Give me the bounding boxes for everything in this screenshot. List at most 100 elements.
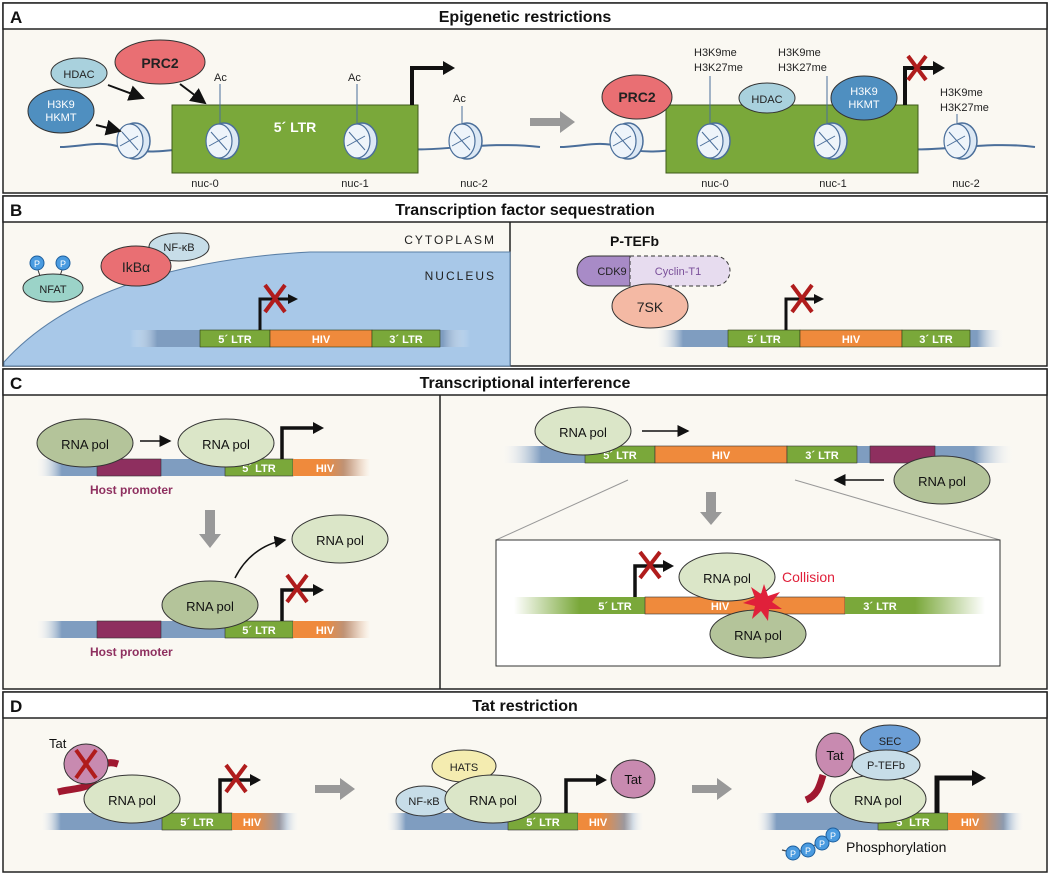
transition-arrow [692, 778, 732, 800]
phosphate-icon: P [800, 842, 816, 858]
hiv-segment [948, 813, 1008, 830]
nuc0-label: nuc-0 [191, 178, 219, 190]
svg-text:5´ LTR: 5´ LTR [747, 334, 780, 346]
rna-pol-oval: RNA pol [893, 455, 991, 505]
block-x-icon [224, 763, 248, 794]
hats-oval: HATS [431, 749, 497, 783]
tss-arrow [280, 588, 315, 621]
tss-arrow [410, 66, 445, 105]
svg-text:HIV: HIV [712, 450, 731, 462]
tss-arrow [784, 297, 816, 330]
tss-arrow [934, 775, 975, 813]
panel-c-title: Transcriptional interference [420, 375, 631, 392]
h3k9me-label: H3K9me [694, 47, 737, 59]
svg-text:3´ LTR: 3´ LTR [389, 334, 422, 346]
phosphate-icon: P [814, 835, 830, 851]
panel-a: A Epigenetic restrictions 5´ LTR Ac [2, 2, 1048, 194]
svg-text:RNA pol: RNA pol [108, 793, 156, 808]
rna-pol-oval: RNA pol [177, 418, 275, 468]
prc2-oval: PRC2 [114, 39, 206, 85]
tss-arrow [218, 778, 252, 813]
tar-rna [804, 773, 827, 804]
cdk9-shape [576, 255, 631, 287]
cytoplasm-label: CYTOPLASM [404, 233, 496, 247]
svg-text:5´ LTR: 5´ LTR [603, 450, 636, 462]
host-promoter-segment [96, 620, 162, 639]
nuc1-label: nuc-1 [341, 178, 369, 190]
rna-pol-oval: RNA pol [829, 774, 927, 824]
svg-text:3´ LTR: 3´ LTR [919, 334, 952, 346]
transition-arrow [315, 778, 355, 800]
svg-text:H3K9: H3K9 [47, 99, 75, 111]
svg-text:HKMT: HKMT [848, 99, 879, 111]
svg-text:HATS: HATS [450, 762, 479, 774]
rna-pol-oval: RNA pol [161, 580, 259, 630]
h3k9me-label: H3K9me [940, 87, 983, 99]
svg-text:RNA pol: RNA pol [918, 474, 966, 489]
svg-text:RNA pol: RNA pol [469, 793, 517, 808]
ikba-oval: IkBα [100, 245, 172, 287]
block-x-icon [74, 748, 98, 780]
panel-a-title: Epigenetic restrictions [439, 9, 612, 26]
rna-pol-oval: RNA pol [709, 609, 807, 659]
svg-text:HDAC: HDAC [63, 69, 94, 81]
sec-oval: SEC [859, 724, 921, 756]
host-promoter-segment [96, 458, 162, 477]
panel-b-letter: B [10, 201, 22, 220]
svg-text:P-TEFb: P-TEFb [867, 760, 905, 772]
svg-text:P: P [34, 259, 40, 269]
ltr5-label: 5´ LTR [274, 119, 317, 135]
phosphate-icon: P [785, 845, 801, 861]
ltr3-segment [845, 597, 985, 614]
svg-text:HIV: HIV [589, 817, 608, 829]
svg-text:HIV: HIV [842, 334, 861, 346]
svg-text:HIV: HIV [316, 625, 335, 637]
svg-text:HIV: HIV [961, 817, 980, 829]
svg-text:5´ LTR: 5´ LTR [526, 817, 559, 829]
host-promoter-label: Host promoter [90, 645, 173, 659]
block-x-icon [285, 573, 309, 604]
h3k27me-label: H3K27me [778, 62, 827, 74]
svg-text:HIV: HIV [316, 463, 335, 475]
svg-text:P: P [830, 831, 836, 841]
svg-text:RNA pol: RNA pol [559, 425, 607, 440]
ltr5-segment [514, 597, 645, 614]
nuc1-label: nuc-1 [819, 178, 847, 190]
svg-text:5´ LTR: 5´ LTR [218, 334, 251, 346]
svg-text:3´ LTR: 3´ LTR [863, 601, 896, 613]
ltr3-segment [371, 329, 441, 348]
nuc2-label: nuc-2 [952, 178, 980, 190]
down-arrow [199, 510, 221, 548]
ltr3-segment [786, 445, 858, 464]
ac-label: Ac [453, 93, 466, 105]
block-x-icon [638, 550, 662, 580]
tat-oval: Tat [610, 759, 656, 799]
tss-arrow [258, 297, 290, 330]
svg-text:7SK: 7SK [637, 299, 664, 315]
svg-text:RNA pol: RNA pol [854, 793, 902, 808]
panel-d-title: Tat restriction [472, 698, 578, 715]
svg-text:HIV: HIV [243, 817, 262, 829]
svg-text:RNA pol: RNA pol [202, 437, 250, 452]
tss-arrow [280, 426, 315, 459]
svg-text:3´ LTR: 3´ LTR [805, 450, 838, 462]
svg-text:RNA pol: RNA pol [316, 533, 364, 548]
nuc2-label: nuc-2 [460, 178, 488, 190]
down-arrow [700, 492, 722, 525]
svg-text:P: P [805, 846, 811, 856]
panel-b: B Transcription factor sequestration CYT… [2, 195, 1048, 367]
svg-text:5´ LTR: 5´ LTR [242, 625, 275, 637]
h3k27me-label: H3K27me [940, 102, 989, 114]
svg-text:P: P [790, 849, 796, 859]
block-x-icon [263, 283, 287, 314]
hiv-segment [578, 813, 633, 830]
svg-text:H3K9: H3K9 [850, 86, 878, 98]
ac-label: Ac [214, 72, 227, 84]
svg-text:HKMT: HKMT [45, 112, 76, 124]
svg-text:IkBα: IkBα [122, 259, 150, 275]
svg-text:5´ LTR: 5´ LTR [242, 463, 275, 475]
nucleosome-icon [116, 122, 151, 160]
tat-oval: Tat [815, 732, 855, 778]
host-promoter-label: Host promoter [90, 483, 173, 497]
